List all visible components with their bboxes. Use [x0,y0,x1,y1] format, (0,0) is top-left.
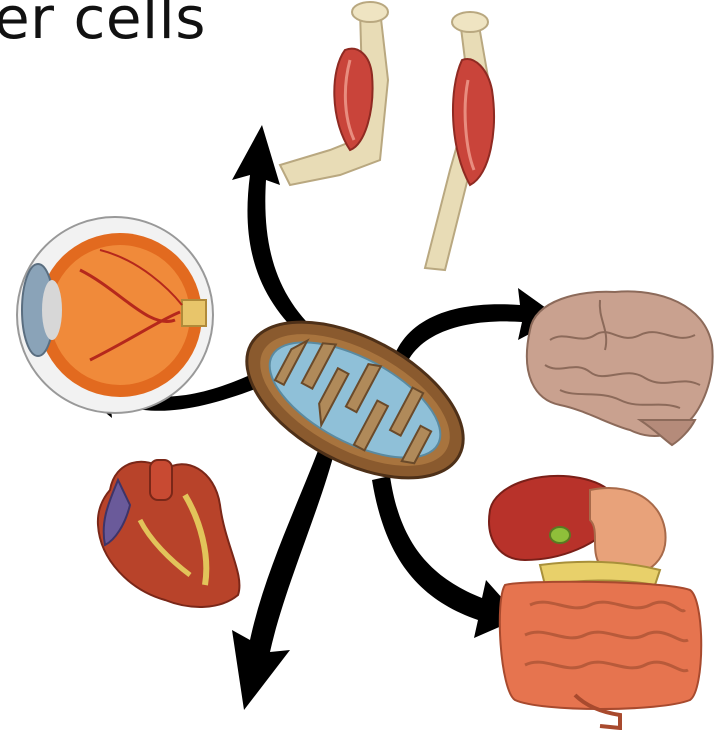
eye-illustration [17,217,213,413]
heart-illustration [98,460,240,607]
digestive-illustration [489,476,701,728]
muscle-illustration [280,2,494,270]
arrow-to-heart [232,440,336,710]
brain-illustration [527,291,713,445]
